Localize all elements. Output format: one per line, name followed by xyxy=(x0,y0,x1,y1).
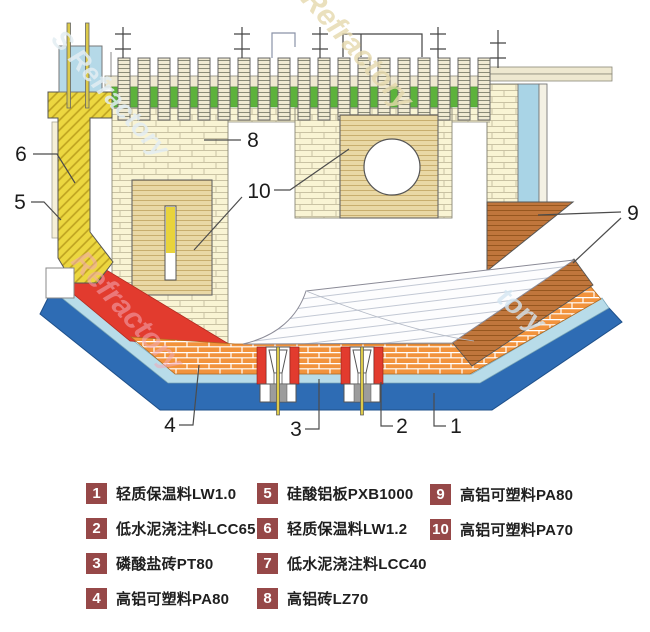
plug-rod xyxy=(360,346,364,416)
anchor-rod xyxy=(66,22,71,109)
legend-item-3: 3 磷酸盐砖PT80 xyxy=(86,552,213,574)
leader-line-10a xyxy=(193,196,243,251)
legend-label-5: 硅酸铝板PXB1000 xyxy=(287,485,414,503)
callout-5: 5 xyxy=(14,191,26,214)
legend-badge-8: 8 xyxy=(257,587,278,609)
callout-10: 10 xyxy=(247,180,270,203)
anchor-cross-icon xyxy=(312,27,328,58)
right-wall-brick xyxy=(486,83,519,203)
leader-line-10b xyxy=(274,148,350,191)
anchor-cross-icon xyxy=(234,27,250,58)
legend-label-10: 高铝可塑料PA70 xyxy=(460,521,574,539)
legend-label-4: 高铝可塑料PA80 xyxy=(116,590,230,608)
plug-red-brick xyxy=(256,346,267,385)
legend-item-2: 2 低水泥浇注料LCC65 xyxy=(86,517,256,539)
legend-badge-2: 2 xyxy=(86,517,107,539)
callout-8: 8 xyxy=(247,129,259,152)
legend-item-4: 4 高铝可塑料PA80 xyxy=(86,587,229,609)
brown-plastic-triangle xyxy=(486,201,575,273)
leader-line-2 xyxy=(380,382,393,427)
right-rim-strip-lower xyxy=(483,73,613,82)
callout-1: 1 xyxy=(450,415,462,438)
left-column-assembly xyxy=(45,22,114,299)
legend-badge-1: 1 xyxy=(86,482,107,504)
roof-anchors xyxy=(115,27,446,58)
left-burner-slot-fill xyxy=(166,207,175,253)
leader-line-6 xyxy=(33,153,76,184)
legend-item-7: 7 低水泥浇注料LCC40 xyxy=(257,552,427,574)
legend-label-8: 高铝砖LZ70 xyxy=(287,590,369,608)
callout-4: 4 xyxy=(164,414,176,437)
callout-9: 9 xyxy=(627,202,639,225)
legend-item-10: 10 高铝可塑料PA70 xyxy=(430,518,573,540)
plug-red-brick xyxy=(289,346,300,385)
plug-rod xyxy=(276,346,280,416)
legend-badge-9: 9 xyxy=(430,483,451,505)
right-wall-assembly xyxy=(483,30,613,273)
leader-line-4 xyxy=(179,364,200,426)
callout-2: 2 xyxy=(396,415,408,438)
leader-line-9b xyxy=(572,217,622,264)
metal-surface-crease xyxy=(305,290,475,342)
anchor-rod xyxy=(85,22,90,109)
legend-item-5: 5 硅酸铝板PXB1000 xyxy=(257,482,413,504)
top-left-blue-box xyxy=(58,45,103,93)
legend-badge-6: 6 xyxy=(257,517,278,539)
legend-item-6: 6 轻质保温料LW1.2 xyxy=(257,517,407,539)
legend-item-1: 1 轻质保温料LW1.0 xyxy=(86,482,236,504)
callout-numbers: 6 5 8 10 9 4 3 2 1 xyxy=(14,129,639,441)
silicate-board-strip xyxy=(51,121,59,239)
legend-item-9: 9 高铝可塑料PA80 xyxy=(430,483,573,505)
burner-port-circle xyxy=(363,138,421,196)
yellow-insulation-column xyxy=(47,91,114,284)
right-wall-shell xyxy=(538,83,548,203)
anchor-cross-icon xyxy=(430,27,446,58)
legend-badge-5: 5 xyxy=(257,482,278,504)
corner-white-box xyxy=(45,267,75,299)
floor-plug-assembly-1 xyxy=(256,346,300,416)
leader-line-9a xyxy=(537,211,622,216)
furnace-cross-section-diagram: S Refractory Refractory Refractory tory … xyxy=(14,0,639,441)
anchor-cross-icon xyxy=(115,27,131,58)
hanger-bracket-large xyxy=(342,33,423,57)
legend-label-1: 轻质保温料LW1.0 xyxy=(116,485,237,503)
plug-red-brick xyxy=(373,346,384,385)
right-rim-strip-upper xyxy=(483,66,613,75)
legend-label-3: 磷酸盐砖PT80 xyxy=(116,555,214,573)
legend-label-7: 低水泥浇注料LCC40 xyxy=(287,555,427,573)
legend-item-8: 8 高铝砖LZ70 xyxy=(257,587,368,609)
molten-metal-surface xyxy=(242,259,575,345)
right-wall-insulation-board xyxy=(517,83,540,203)
leader-line-5 xyxy=(31,201,62,221)
legend-badge-4: 4 xyxy=(86,587,107,609)
leader-line-1 xyxy=(433,393,446,427)
legend-badge-3: 3 xyxy=(86,552,107,574)
floor-plug-assembly-2 xyxy=(340,346,384,416)
legend-badge-7: 7 xyxy=(257,552,278,574)
leader-line-3 xyxy=(305,379,320,430)
legend-label-2: 低水泥浇注料LCC65 xyxy=(116,520,256,538)
anchor-cross-right xyxy=(490,30,506,68)
hanger-bracket-small xyxy=(271,32,296,58)
callout-3: 3 xyxy=(290,418,302,441)
plug-red-brick xyxy=(340,346,351,385)
hanger-bricks xyxy=(117,57,491,121)
callout-leader-lines xyxy=(31,139,622,430)
legend-label-9: 高铝可塑料PA80 xyxy=(460,486,574,504)
legend-badge-10: 10 xyxy=(430,518,451,540)
callout-6: 6 xyxy=(15,143,27,166)
light-blue-board-layer xyxy=(51,280,610,384)
legend-label-6: 轻质保温料LW1.2 xyxy=(287,520,408,538)
burner-blocks xyxy=(131,114,439,296)
